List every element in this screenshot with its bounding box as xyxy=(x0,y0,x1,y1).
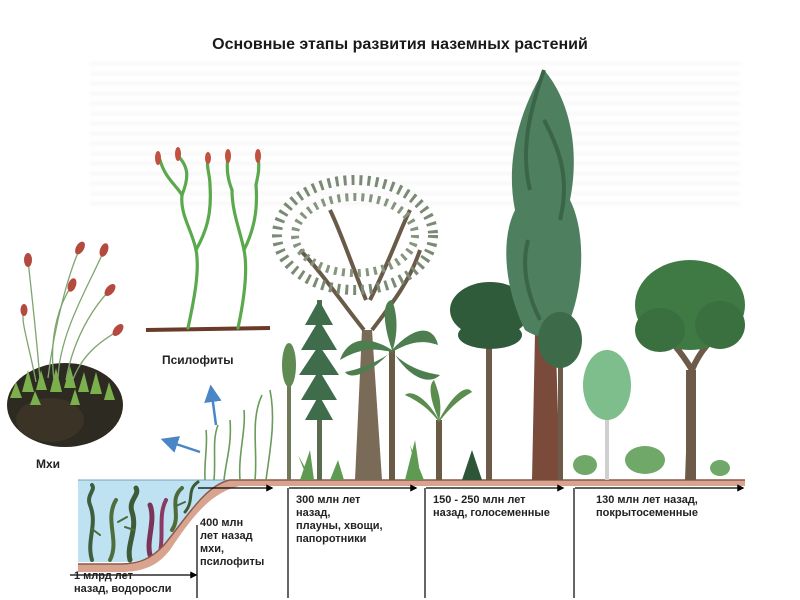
cycad xyxy=(405,380,472,480)
evolution-arrows xyxy=(160,384,222,454)
calamites-tree xyxy=(299,300,339,480)
stage-ferns-label: 300 млн лет назад, плауны, хвощи, папоро… xyxy=(296,494,383,545)
stage-gymnosperms-label: 150 - 250 млн лет назад, голосеменные xyxy=(433,494,550,519)
ferns xyxy=(298,440,424,480)
small-club-moss xyxy=(282,343,296,480)
gymnosperm-forest xyxy=(450,69,582,480)
psilophyte-illustration xyxy=(145,147,271,332)
pine-tree xyxy=(538,312,582,480)
stage-mosses-label: 400 млн лет назад мхи, псилофиты xyxy=(200,517,265,568)
moss-illustration xyxy=(7,241,124,447)
psilophytes-label: Псилофиты xyxy=(162,353,234,367)
mosses-label: Мхи xyxy=(36,457,61,471)
shrubs xyxy=(573,446,730,476)
timeline xyxy=(70,484,745,598)
ground-slope xyxy=(78,479,745,572)
oak-tree xyxy=(635,260,745,481)
carboniferous-forest xyxy=(272,175,472,480)
sequoia-tree xyxy=(506,69,582,480)
tree-fern xyxy=(340,300,440,480)
diagram-title: Основные этапы развития наземных растени… xyxy=(212,36,588,53)
angiosperm-forest xyxy=(573,260,745,481)
stage-angiosperms-label: 130 млн лет назад, покрытосеменные xyxy=(596,494,698,519)
small-conifer xyxy=(462,450,482,480)
faded-background-text xyxy=(90,62,740,212)
birch-tree xyxy=(583,350,631,480)
stage-algae-label: 1 млрд лет назад, водоросли xyxy=(74,570,172,595)
early-land-plants xyxy=(204,389,274,481)
lepidodendron-tree xyxy=(272,175,438,480)
araucaria-tree xyxy=(450,282,530,480)
